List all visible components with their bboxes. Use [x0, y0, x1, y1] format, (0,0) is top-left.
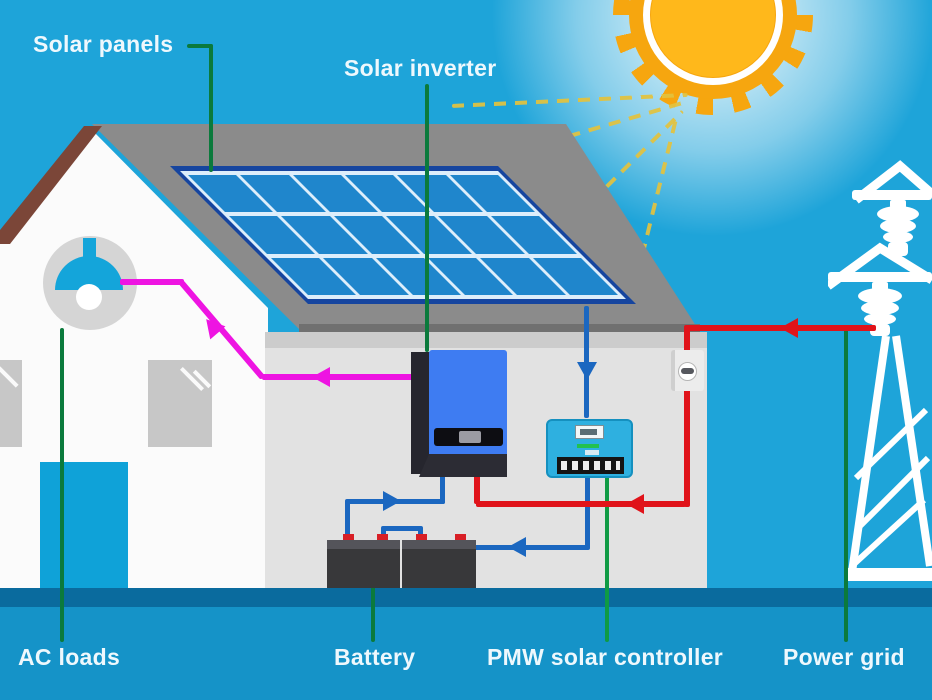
label-line-solar-panels — [187, 44, 213, 48]
arrow-magenta — [312, 367, 330, 387]
ground-band — [0, 588, 932, 607]
arrow-blue — [383, 491, 401, 511]
wire-grid — [684, 325, 690, 507]
wire-grid-to-inverter — [476, 501, 686, 507]
label-ac-loads: AC loads — [18, 644, 121, 670]
wire-battery-bridge — [381, 526, 423, 531]
battery-terminal — [377, 534, 388, 544]
controller-terminals — [557, 457, 624, 474]
label-line-battery — [371, 584, 375, 642]
battery-terminal — [343, 534, 354, 544]
label-solar-panels: Solar panels — [33, 31, 174, 57]
wall-band — [265, 332, 707, 348]
meter-slot — [681, 368, 694, 374]
label-battery: Battery — [334, 644, 416, 670]
controller-logo — [585, 450, 599, 455]
inverter-button — [459, 431, 481, 443]
arrow-blue — [508, 537, 526, 557]
label-line-controller — [605, 466, 609, 642]
controller-led-text — [577, 444, 599, 448]
wire-controller-to-battery — [466, 545, 588, 550]
label-solar-inverter: Solar inverter — [344, 55, 497, 81]
label-pmw-controller: PMW solar controller — [487, 644, 724, 670]
window — [0, 360, 22, 447]
arrow-red — [780, 318, 798, 338]
controller-display — [575, 425, 604, 439]
label-power-grid: Power grid — [783, 644, 905, 670]
label-line-solar-panels — [209, 44, 213, 172]
power-tower — [828, 160, 932, 581]
window — [148, 360, 212, 447]
arrow-red — [626, 494, 644, 514]
wire-controller-to-battery — [585, 476, 590, 550]
lamp-bulb — [76, 284, 102, 310]
label-line-solar-inverter — [425, 84, 429, 352]
wire-battery-to-inverter — [345, 500, 350, 546]
wire-inverter-to-loads — [120, 279, 184, 285]
battery-terminal — [416, 534, 427, 544]
ground — [0, 607, 932, 700]
label-line-ac-loads — [60, 328, 64, 642]
roof-edge — [299, 324, 700, 332]
wire-grid-to-inverter — [474, 474, 480, 504]
arrow-blue — [577, 362, 597, 380]
battery-1 — [327, 540, 400, 588]
label-line-power-grid — [844, 328, 848, 642]
wire-inverter-to-loads — [262, 374, 415, 380]
inverter — [411, 352, 431, 474]
door — [40, 462, 128, 588]
wire-battery-to-inverter — [440, 474, 445, 504]
battery-terminal — [455, 534, 466, 544]
battery-2 — [402, 540, 476, 588]
